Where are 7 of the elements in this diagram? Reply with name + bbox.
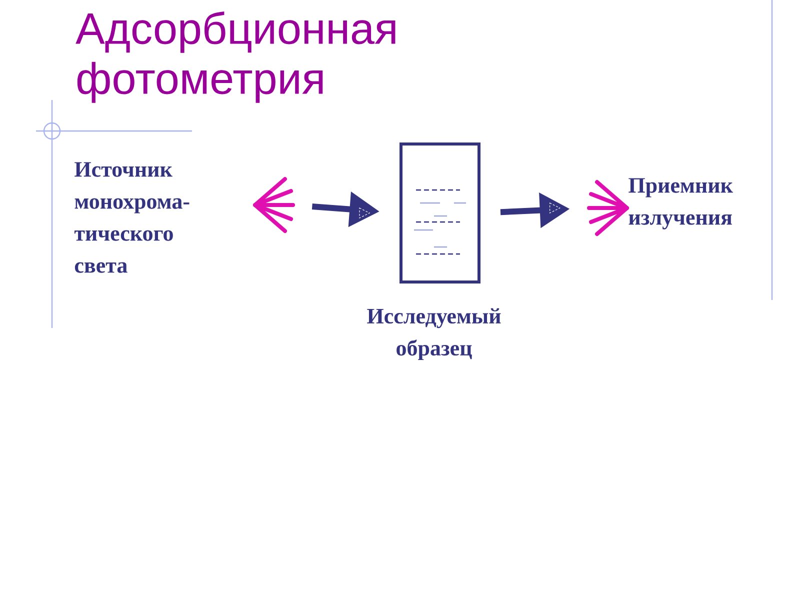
node-label: Приемник излучения — [628, 178, 733, 230]
light-rays-icon — [587, 180, 629, 236]
light-rays-icon — [253, 177, 295, 233]
sample-cuvette — [400, 142, 480, 284]
title: Адсорбционная фотометрия — [76, 12, 396, 103]
sample-label: Исследуемый образец — [367, 308, 501, 360]
node-label: Источник монохрома-тического света — [74, 162, 190, 273]
